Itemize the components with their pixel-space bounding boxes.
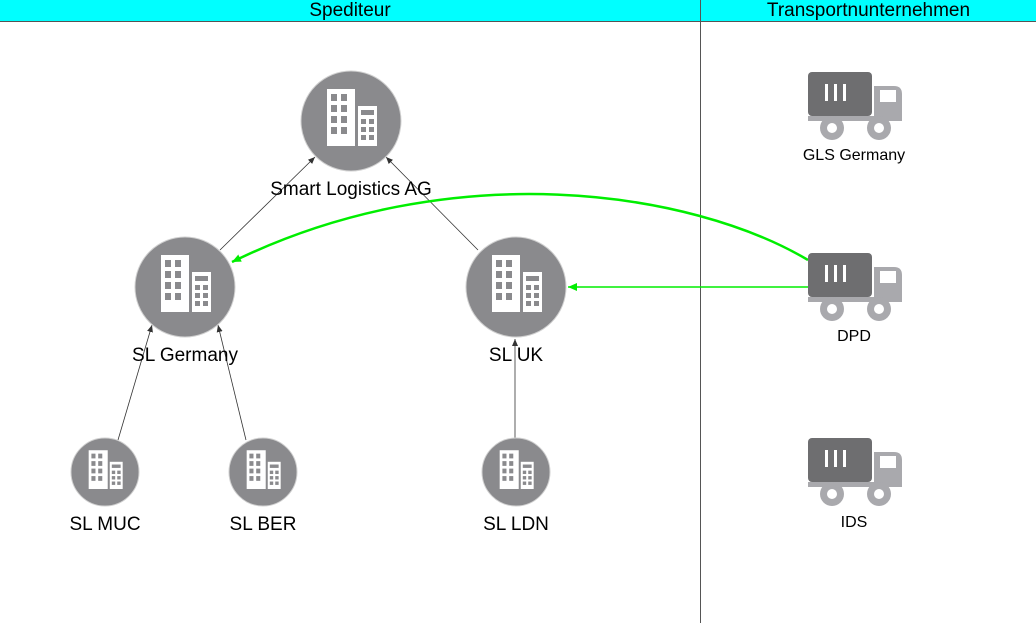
node-sl-germany[interactable]: SL Germany bbox=[132, 236, 238, 366]
edge-sl-germany-to-smart-logistics bbox=[219, 156, 316, 251]
node-gls-germany[interactable]: GLS Germany bbox=[803, 72, 905, 164]
node-label-smart-logistics-ag: Smart Logistics AG bbox=[270, 179, 432, 200]
node-sl-ber[interactable]: SL BER bbox=[228, 437, 298, 535]
node-label-sl-uk: SL UK bbox=[489, 345, 544, 366]
node-dpd[interactable]: DPD bbox=[808, 253, 902, 345]
edge-dpd-to-sl-germany bbox=[231, 192, 809, 264]
node-label-sl-ber: SL BER bbox=[230, 514, 297, 535]
node-smart-logistics-ag[interactable]: Smart Logistics AG bbox=[270, 70, 432, 200]
node-sl-ldn[interactable]: SL LDN bbox=[481, 437, 551, 535]
node-ids[interactable]: IDS bbox=[808, 438, 902, 531]
node-label-sl-ldn: SL LDN bbox=[483, 514, 549, 535]
node-label-sl-germany: SL Germany bbox=[132, 345, 238, 366]
lane-header-transportunternehmen: Transportnunternehmen bbox=[701, 0, 1036, 22]
lane-title-transportunternehmen: Transportnunternehmen bbox=[766, 0, 971, 21]
truck-icon bbox=[808, 72, 902, 140]
edge-sl-uk-to-smart-logistics bbox=[385, 156, 479, 251]
edge-sl-ber-to-sl-germany bbox=[216, 324, 247, 441]
truck-icon bbox=[808, 438, 902, 506]
lane-header-spediteur: Spediteur bbox=[0, 0, 700, 22]
edge-sl-muc-to-sl-germany bbox=[117, 324, 153, 441]
lane-title-spediteur: Spediteur bbox=[309, 0, 391, 21]
node-sl-muc[interactable]: SL MUC bbox=[69, 437, 141, 535]
node-label-gls-germany: GLS Germany bbox=[803, 147, 905, 164]
node-sl-uk[interactable]: SL UK bbox=[465, 236, 567, 366]
node-label-sl-muc: SL MUC bbox=[69, 514, 140, 535]
node-label-dpd: DPD bbox=[837, 328, 871, 345]
lane-divider bbox=[700, 0, 701, 623]
truck-icon bbox=[808, 253, 902, 321]
node-label-ids: IDS bbox=[841, 514, 868, 531]
